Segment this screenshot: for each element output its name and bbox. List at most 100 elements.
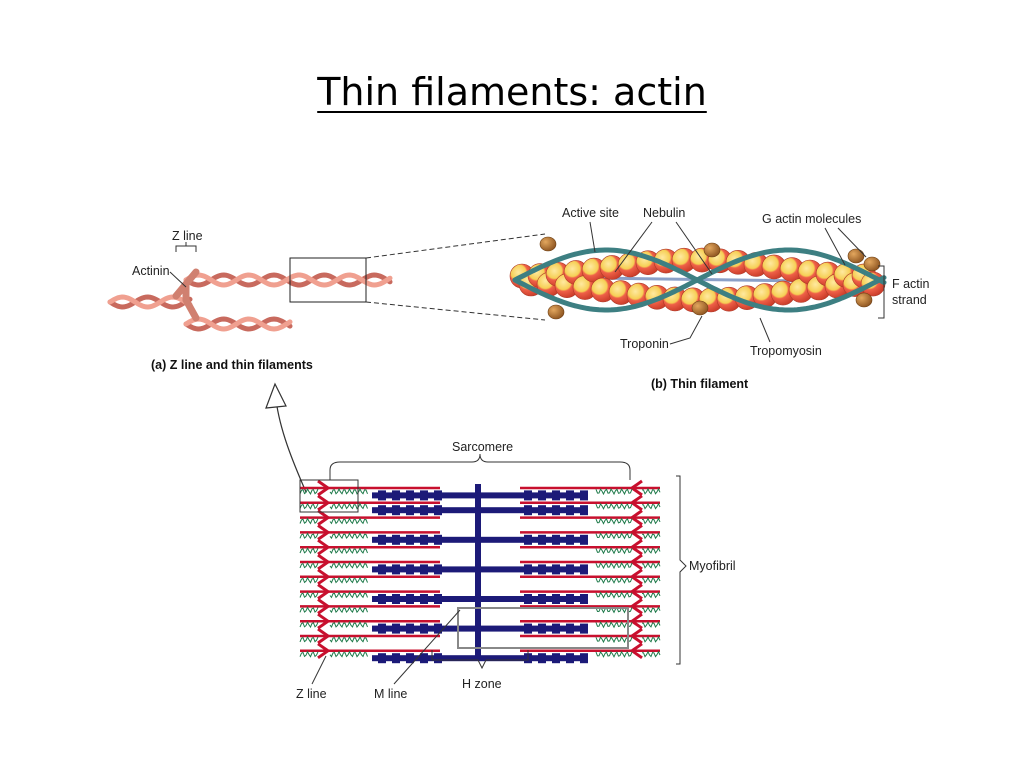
titin-spring [595,636,633,644]
z-line-label-b: Z line [296,687,327,701]
titin-spring [595,576,633,584]
myofibril-label: Myofibril [689,559,736,573]
slide-title-text: Thin filaments: actin [317,70,707,114]
magnify-arrow-head [265,382,287,409]
myosin-head [538,623,546,634]
titin-spring [641,487,661,495]
titin-spring [641,502,661,510]
nebulin-leader-1 [614,221,653,273]
titin-spring [299,547,319,555]
slide-title: Thin filaments: actin [0,70,1024,114]
titin-spring [595,562,633,570]
myofibril-brace [676,475,687,665]
titin-spring [595,650,633,658]
panel-a-caption: (a) Z line and thin filaments [151,358,313,372]
titin-spring [329,621,368,628]
myosin-head [552,594,560,604]
myosin-head [378,505,386,516]
myofibril-rows [299,479,661,664]
zoom-line-top [365,233,546,259]
actinin-label: Actinin [132,264,170,278]
troponin-complex [847,248,865,264]
titin-spring [641,650,661,658]
myosin-head [552,534,560,545]
myosin-head [580,623,588,634]
panel-b-thin-filament: Active site Nebulin G actin molecules F … [509,206,930,391]
titin-spring [595,517,633,525]
nebulin-leader-2 [675,221,713,275]
myosin-head [406,564,414,575]
titin-spring [641,591,661,599]
f-actin-label-2: strand [892,293,927,307]
titin-spring [595,547,633,555]
myosin-head [524,594,532,604]
myosin-head [434,564,442,575]
titin-spring [595,488,633,496]
titin-spring [329,532,368,540]
titin-spring [329,576,368,584]
titin-spring [329,635,368,643]
myosin-head [552,505,560,516]
magnify-arrow [275,399,307,493]
myosin-head [524,564,532,575]
titin-spring [329,502,368,510]
myosin-head [566,594,574,604]
myosin-head [580,534,588,545]
z-line-leader [311,655,327,685]
myosin-head [566,505,574,516]
myosin-head [434,653,442,664]
myosin-head [378,564,386,575]
titin-spring [299,606,319,614]
g-actin-label: G actin molecules [762,212,861,226]
myosin-head [406,594,414,604]
titin-spring [641,635,661,643]
myosin-head [406,505,414,516]
myosin-head [580,594,588,604]
myosin-head [552,653,560,664]
sarcomere-label: Sarcomere [452,440,513,454]
active-site-label: Active site [562,206,619,220]
myosin-head [524,505,532,516]
myosin-head [434,623,442,634]
sarcomere-panel: Sarcomere Myofibril Z line M line H zone [296,440,736,701]
myosin-head [524,534,532,545]
myosin-head [538,594,546,604]
myosin-head [566,490,574,501]
titin-spring [595,591,633,599]
nebulin-label: Nebulin [643,206,685,220]
g-actin-leader-1 [824,227,846,266]
titin-spring [299,502,319,510]
troponin-label: Troponin [620,337,669,351]
titin-spring [641,576,661,584]
titin-spring [299,487,319,495]
sarcomere-brace [329,453,631,480]
titin-spring [299,650,319,658]
actin-twisted-strands [107,272,393,332]
tropomyosin-strand [512,247,887,313]
titin-spring [641,621,661,629]
g-actin-leader-2 [837,227,867,258]
zline-select-box [299,479,359,513]
myosin-head [524,490,532,501]
myosin-head [406,534,414,545]
myosin-head [538,490,546,501]
titin-spring [595,621,633,629]
titin-spring [299,621,319,629]
myosin-head [566,653,574,664]
troponin-complex [855,292,873,308]
f-actin-bracket [878,265,885,319]
titin-spring [299,517,319,525]
myosin-head [434,505,442,516]
tropomyosin-label: Tropomyosin [750,344,822,358]
titin-spring [595,532,633,540]
m-line-bar [475,484,481,660]
titin-spring [299,591,319,599]
m-line-label: M line [374,687,407,701]
myosin-head [378,653,386,664]
myosin-head [420,505,428,516]
troponin-complex [547,304,565,320]
myosin-head [392,564,400,575]
titin-spring [299,532,319,540]
titin-spring [329,517,368,525]
actin-strand [107,294,193,310]
